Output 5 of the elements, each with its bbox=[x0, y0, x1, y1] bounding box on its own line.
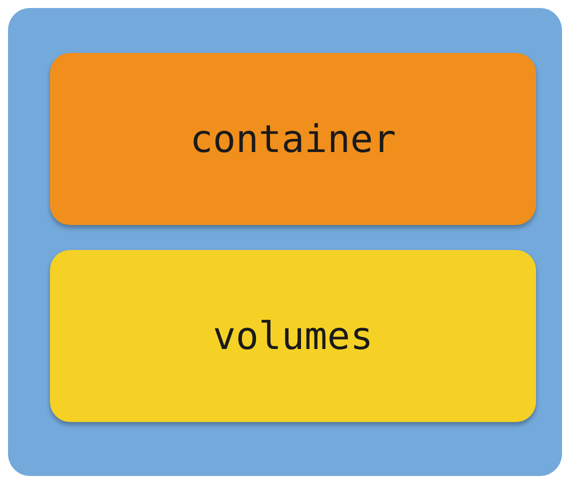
container-box bbox=[50, 53, 536, 225]
volumes-box bbox=[50, 250, 536, 422]
outer-panel bbox=[8, 8, 562, 476]
node-label: volumes bbox=[212, 314, 374, 358]
node-label: container bbox=[190, 117, 396, 161]
